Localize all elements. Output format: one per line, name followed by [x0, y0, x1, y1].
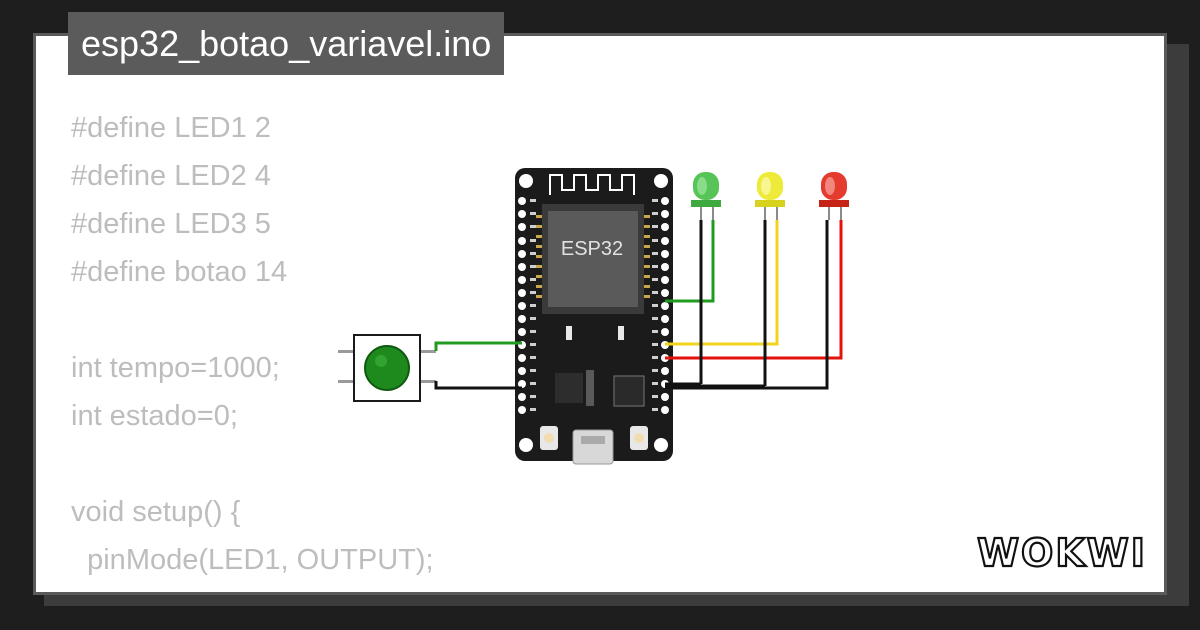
wire-ground-red: [665, 220, 829, 390]
code-line: #define LED2 4: [71, 160, 271, 192]
wires: [434, 220, 843, 390]
code-line: pinMode(LED2, OUTPUT);: [71, 584, 434, 592]
led-red[interactable]: [819, 172, 849, 220]
wokwi-logo-text: WOKWI: [977, 531, 1147, 575]
wire-led-green: [665, 220, 715, 303]
code-line: pinMode(LED1, OUTPUT);: [71, 544, 434, 576]
circuit-diagram: ESP32: [338, 168, 849, 465]
code-line: void setup() {: [71, 496, 241, 528]
wire-led-red: [665, 220, 843, 360]
wire-button-ground: [434, 381, 522, 390]
esp32-label: ESP32: [561, 238, 623, 260]
code-preview: #define LED1 2 #define LED2 4 #define LED3…: [71, 104, 434, 592]
wire-led-yellow: [665, 220, 779, 346]
esp32-board[interactable]: ESP32: [515, 168, 673, 465]
file-title: esp32_botao_variavel.ino: [68, 12, 505, 75]
code-line: int estado=0;: [71, 400, 238, 432]
code-line: #define LED1 2: [71, 112, 271, 144]
wokwi-logo: WOKWI: [976, 530, 1147, 576]
led-yellow[interactable]: [755, 172, 785, 220]
led-green[interactable]: [691, 172, 721, 220]
button-cap: [364, 345, 410, 391]
code-line: #define botao 14: [71, 256, 288, 288]
wire-button-signal: [434, 341, 522, 351]
code-line: #define LED3 5: [71, 208, 271, 240]
code-line: int tempo=1000;: [71, 352, 280, 384]
push-button[interactable]: [338, 334, 436, 402]
